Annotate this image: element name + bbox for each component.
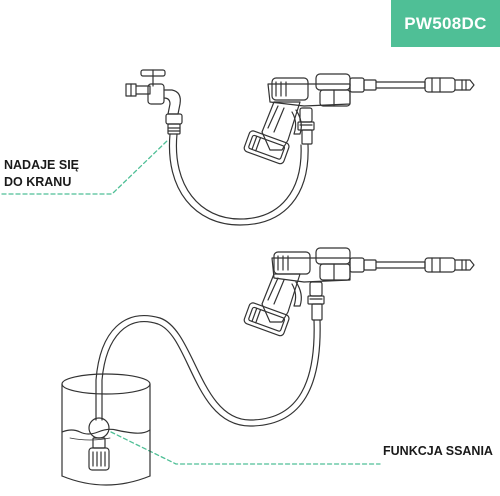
suction-leader-line <box>110 431 381 465</box>
tap-icon <box>125 69 183 135</box>
tap-label-line2: DO KRANU <box>4 175 72 189</box>
model-badge: PW508DC <box>391 0 500 47</box>
tap-leader-line <box>1 139 169 195</box>
water-bucket-icon <box>61 373 151 486</box>
model-name: PW508DC <box>404 13 487 33</box>
tap-label-line1: NADAJE SIĘ <box>4 158 80 172</box>
suction-filter-icon <box>88 417 110 471</box>
pressure-washer-gun-icon <box>243 73 475 165</box>
top-hose <box>168 133 309 226</box>
pressure-washer-gun-icon-2 <box>243 247 475 337</box>
tap-label: NADAJE SIĘ DO KRANU <box>4 157 79 191</box>
suction-hose <box>95 315 321 427</box>
suction-label: FUNKCJA SSANIA <box>383 444 493 458</box>
